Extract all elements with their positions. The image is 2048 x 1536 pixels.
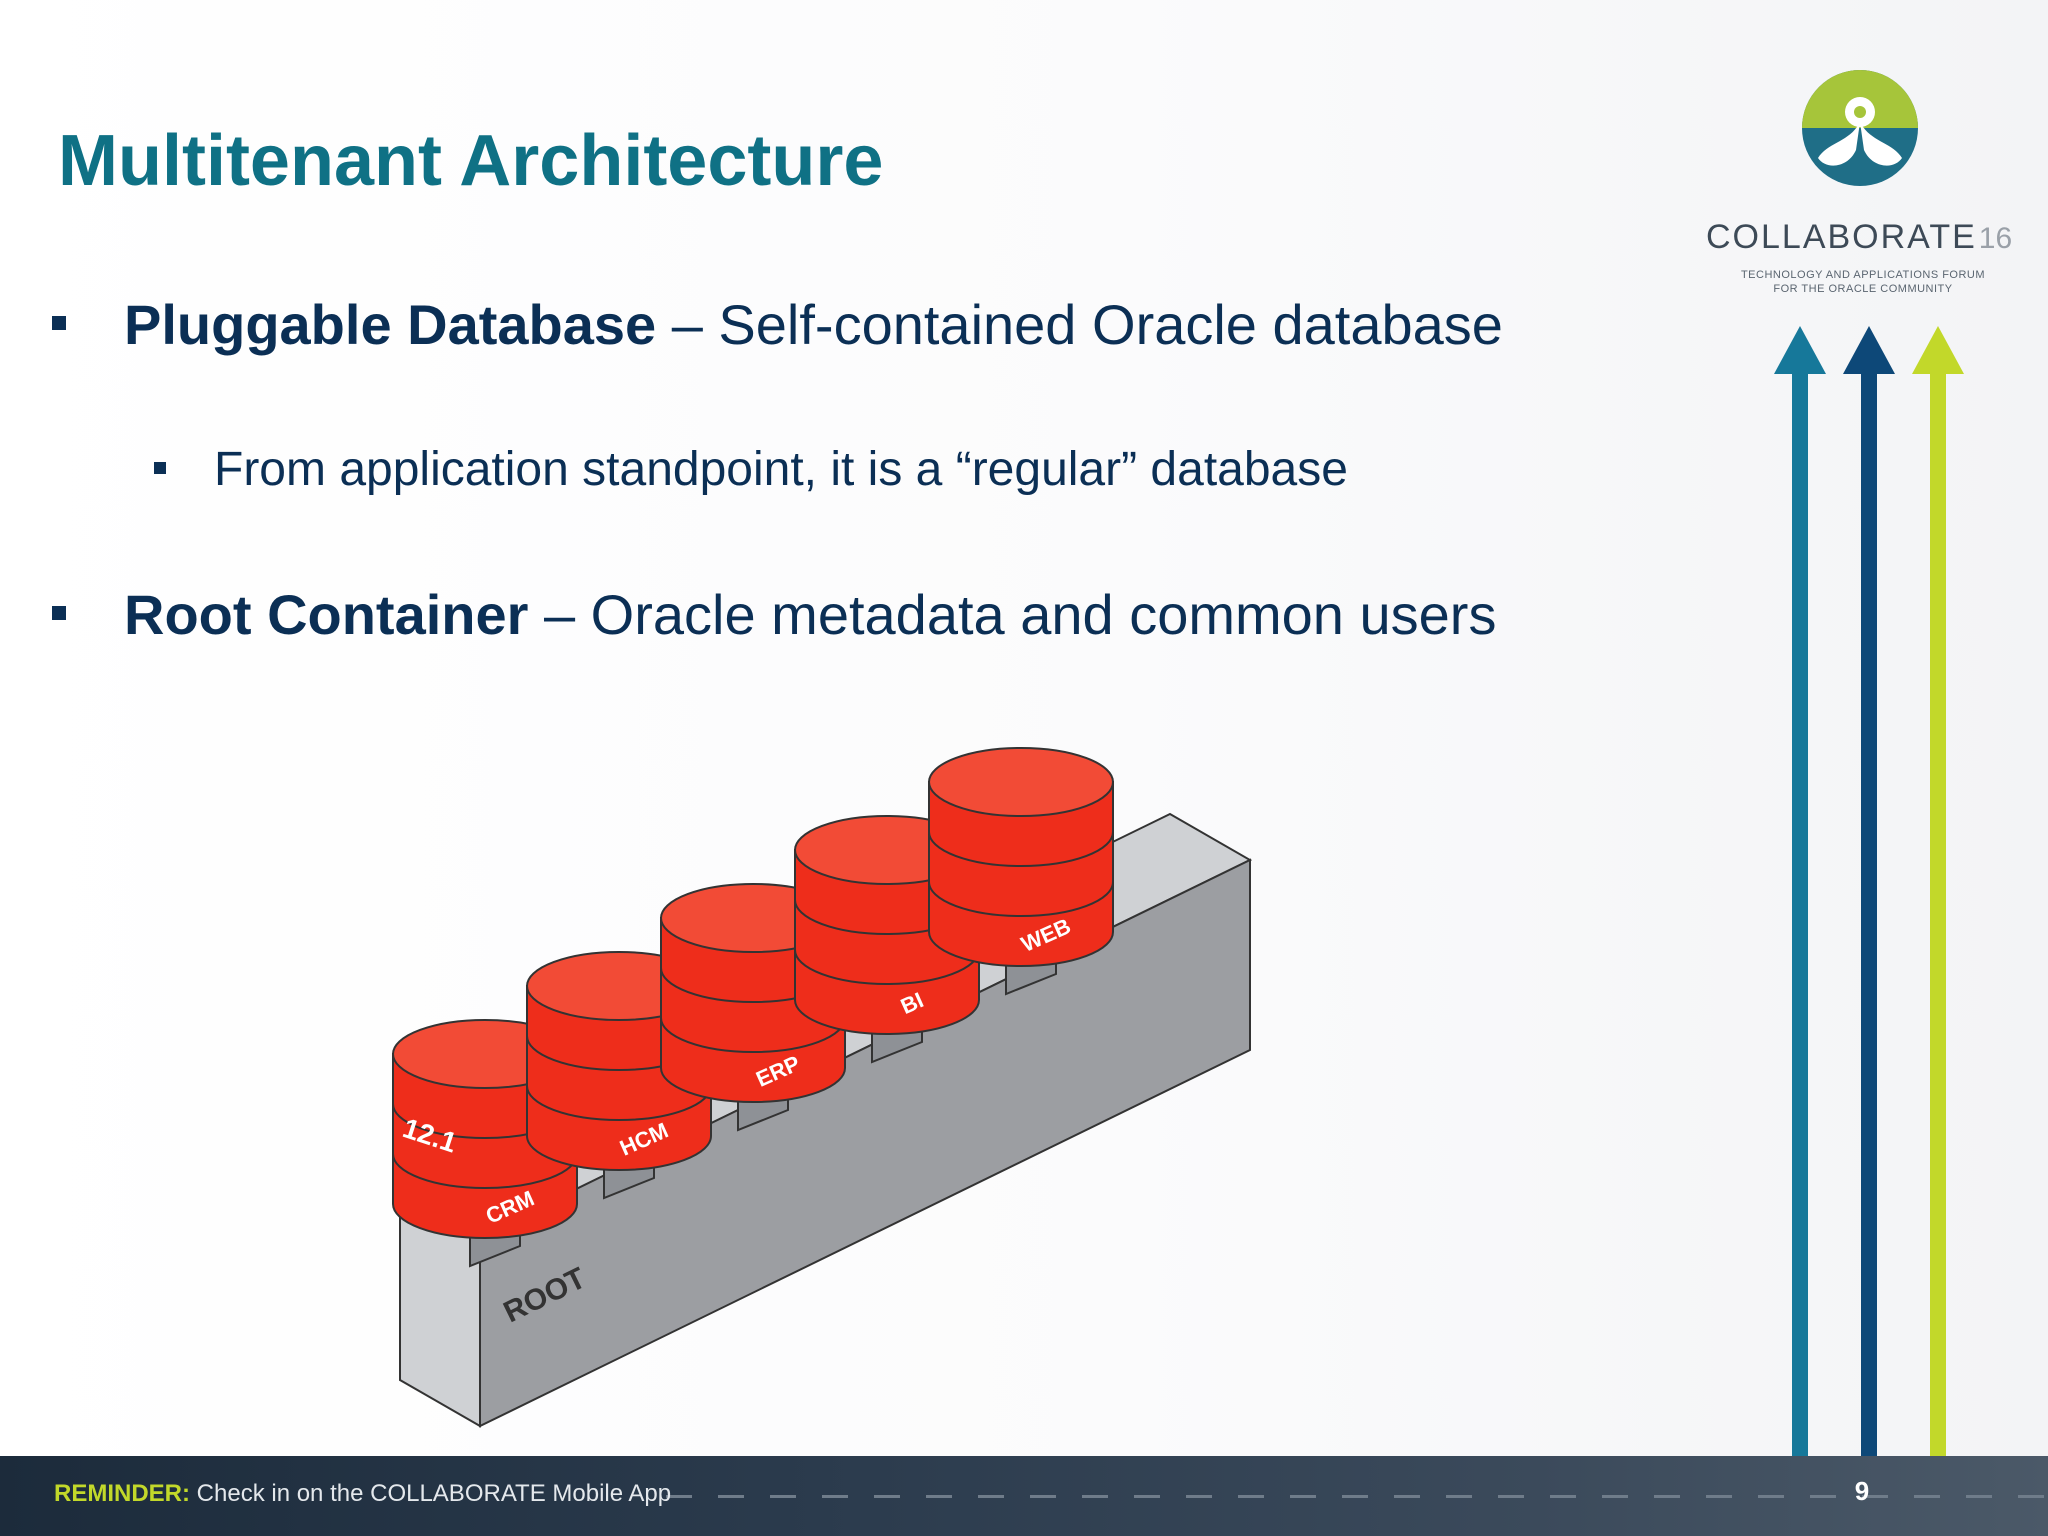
slide-title: Multitenant Architecture	[58, 121, 884, 201]
bullet-term: Pluggable Database	[124, 293, 657, 356]
teal-arrow-icon	[1774, 326, 1826, 1458]
decorative-arrows	[1774, 326, 1964, 1458]
bullet-text: – Oracle metadata and common users	[528, 583, 1497, 646]
page-number: 9	[1854, 1476, 1870, 1506]
lime-arrow-icon	[1912, 326, 1964, 1458]
footer-bar: REMINDER: Check in on the COLLABORATE Mo…	[0, 1456, 2048, 1536]
logo-tagline: TECHNOLOGY AND APPLICATIONS FORUM FOR TH…	[1740, 269, 1986, 295]
bullet-text: From application standpoint, it is a “re…	[214, 443, 1348, 496]
bullet-text: – Self-contained Oracle database	[656, 293, 1503, 356]
bullet-marker	[154, 462, 166, 474]
logo-wordmark: COLLABORATE16	[1706, 218, 2013, 256]
bullet-marker	[52, 606, 66, 620]
sub-bullet-regular-database: From application standpoint, it is a “re…	[154, 442, 1348, 497]
bullet-term: Root Container	[124, 583, 529, 646]
bullet-root-container: Root Container – Oracle metadata and com…	[52, 582, 1497, 647]
collaborate-logo	[1802, 70, 1918, 186]
footer-reminder: REMINDER: Check in on the COLLABORATE Mo…	[54, 1480, 672, 1507]
database-web: WEB	[928, 747, 1114, 996]
bullet-pluggable-database: Pluggable Database – Self-contained Orac…	[52, 292, 1503, 357]
footer-dashes	[666, 1495, 2048, 1498]
navy-arrow-icon	[1843, 326, 1895, 1458]
bullet-marker	[52, 316, 66, 330]
